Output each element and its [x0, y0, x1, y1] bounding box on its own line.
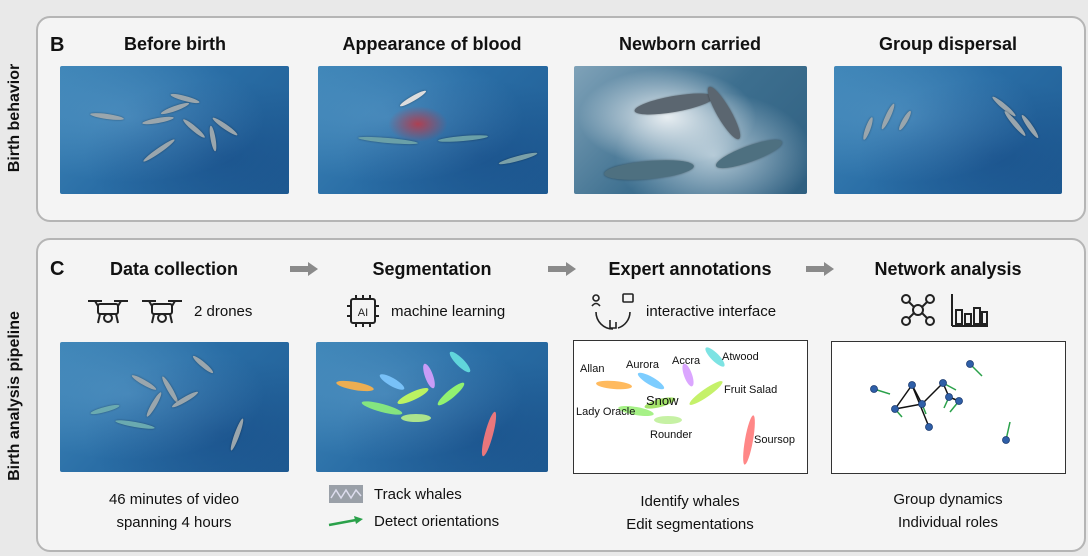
pipeline-arrow-3-icon	[806, 262, 834, 276]
legend-track-label: Track whales	[374, 485, 462, 503]
whale-name-atwood: Atwood	[722, 351, 759, 363]
title-data-collection: Data collection	[109, 259, 239, 279]
bar-chart-icon	[951, 294, 988, 327]
network-node	[939, 379, 947, 387]
drone-icon	[88, 300, 128, 324]
network-node	[891, 405, 899, 413]
ml-label: machine learning	[391, 302, 506, 320]
track-swatch-icon	[329, 485, 363, 503]
interface-row: interactive interface	[590, 290, 776, 332]
title-group-dispersal: Group dispersal	[878, 34, 1018, 54]
legend-detect-label: Detect orientations	[374, 513, 500, 530]
svg-text:AI: AI	[358, 307, 368, 319]
network-graph-icon	[901, 294, 935, 326]
network-icons-row	[900, 292, 990, 328]
whale-name-rounder: Rounder	[650, 429, 693, 441]
title-expert-annotations: Expert annotations	[608, 259, 772, 279]
pipeline-arrow-2-icon	[548, 262, 576, 276]
photo-group-dispersal	[834, 66, 1062, 194]
title-appearance-of-blood: Appearance of blood	[342, 34, 522, 54]
network-node	[870, 385, 878, 393]
photo-data-collection	[60, 342, 289, 472]
drones-label: 2 drones	[194, 302, 253, 320]
network-node	[918, 400, 926, 408]
drone-icon	[142, 300, 182, 324]
caption-expert-line2: Edit segmentations	[626, 516, 754, 533]
photo-newborn-carried	[574, 66, 807, 194]
panel-b-letter: B	[50, 34, 65, 56]
annotation-interface-box: Allan Aurora Accra Atwood Fruit Salad Sn…	[573, 340, 808, 474]
whale-name-lady-oracle: Lady Oracle	[576, 406, 636, 418]
caption-expert-annotations: Identify whales Edit segmentations	[590, 490, 790, 536]
ml-row: AI machine learning	[345, 294, 505, 328]
caption-data-collection: 46 minutes of video spanning 4 hours	[74, 488, 274, 534]
network-node	[966, 360, 974, 368]
title-newborn-carried: Newborn carried	[618, 34, 762, 54]
drones-row: 2 drones	[86, 296, 252, 326]
whale-name-aurora: Aurora	[626, 359, 660, 371]
photo-segmentation	[316, 342, 548, 472]
network-graph	[870, 360, 1011, 444]
caption-network-line1: Group dynamics	[893, 491, 1003, 508]
whale-name-snow: Snow	[646, 393, 679, 408]
caption-data-collection-line2: spanning 4 hours	[116, 514, 232, 531]
network-node	[955, 397, 963, 405]
pipeline-arrow-1-icon	[290, 262, 318, 276]
network-node	[945, 393, 953, 401]
network-node	[908, 381, 916, 389]
title-network-analysis: Network analysis	[874, 259, 1022, 279]
ai-chip-icon: AI	[347, 295, 379, 327]
legend-detect-orientations: Detect orientations	[328, 513, 499, 530]
panel-b-side-label: Birth behavior	[6, 63, 23, 173]
caption-network-line2: Individual roles	[897, 514, 999, 531]
caption-expert-line1: Identify whales	[640, 493, 740, 510]
whale-name-allan: Allan	[580, 363, 605, 375]
legend-track-whales: Track whales	[328, 484, 462, 504]
title-before-birth: Before birth	[123, 34, 226, 54]
photo-appearance-of-blood	[318, 66, 548, 194]
whale-name-soursop: Soursop	[754, 434, 795, 446]
whale-name-fruit-salad: Fruit Salad	[724, 384, 778, 396]
interface-label: interactive interface	[646, 302, 777, 320]
whale-name-accra: Accra	[672, 355, 701, 367]
caption-network-analysis: Group dynamics Individual roles	[848, 488, 1048, 534]
panel-c-side-label: Birth analysis pipeline	[6, 311, 24, 481]
photo-before-birth	[60, 66, 289, 194]
title-segmentation: Segmentation	[372, 259, 492, 279]
panel-c-letter: C	[50, 258, 65, 280]
caption-data-collection-line1: 46 minutes of video	[108, 491, 240, 508]
orientation-arrow-icon	[328, 515, 363, 526]
network-node	[925, 423, 933, 431]
network-node	[1002, 436, 1010, 444]
network-graph-box	[831, 341, 1066, 474]
interactive-interface-icon	[591, 293, 634, 330]
